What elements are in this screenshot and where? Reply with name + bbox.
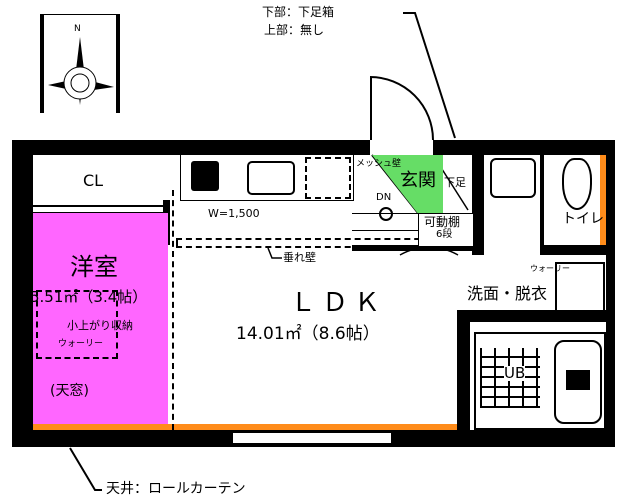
western-room [33,213,168,424]
compass-rose-icon: N [40,14,120,113]
washer-label: ウォーリー [530,264,570,273]
ceiling-note: 天井：ロールカーテン [106,481,246,497]
entry-door[interactable] [370,77,372,140]
kitchen-counter [180,155,354,201]
shelf-label: 可動棚 [424,215,461,229]
wall-entry-bottom [352,245,472,251]
wash-basin-icon [490,158,536,198]
ldk-name: ＬＤＫ [290,288,387,318]
washer-pan [555,262,605,312]
toilet-icon [562,158,592,210]
ldk-area: 14.01㎡（8.6帖） [236,324,380,344]
western-room-area: 5.51㎡（3.4帖） [30,288,148,306]
wall-bath-left [457,310,470,430]
unit-bath [474,332,606,430]
washroom-label: 洗面・脱衣 [467,284,548,303]
hanging-wall [176,238,450,248]
shelf-levels: 6段 [436,229,453,240]
walkin-label: ウォーリー [58,339,104,349]
compass-north-label: N [74,24,81,34]
shoebox-lower-note: 下部：下足箱 [262,5,335,19]
down-label: DN [376,192,392,203]
wall-top-left [12,140,370,155]
wall-wash-top [540,245,606,255]
closet-door[interactable] [33,206,163,213]
window-bottom[interactable] [232,432,392,444]
bathtub-icon [554,340,602,424]
wall-right-orange [600,155,606,245]
skylight-label: (天窓) [50,383,89,399]
shoebox-label: 下足 [444,176,466,189]
ldk-partition [172,190,177,430]
wall-top-right [433,140,615,155]
floor-edge-orange [33,424,457,430]
mesh-wall-label: メッシュ壁 [356,159,402,169]
wall-bath-top [457,310,606,322]
wall-toilet [540,155,544,250]
step-lines [352,213,418,231]
wall-entry-right [472,155,484,255]
shoebox-upper-note: 上部：無し [264,23,325,37]
fridge-space [305,157,351,199]
closet-label: CL [83,171,104,190]
skylight [36,290,118,359]
bath-label: UB [504,364,526,382]
closet: CL [33,155,163,206]
kitchen-width: W=1,500 [208,207,260,220]
wall-right [606,140,615,447]
western-room-loft: 小上がり収納 [67,319,133,332]
sink-icon [247,161,295,195]
entrance-label: 玄関 [400,170,436,191]
stove-icon [191,161,219,191]
western-room-name: 洋室 [70,253,118,281]
wall-left [12,140,33,447]
step-arrow-icon [379,207,393,221]
toilet-label: トイレ [562,211,604,227]
hanging-wall-label: 垂れ壁 [283,251,316,264]
shelf-box [418,213,474,247]
